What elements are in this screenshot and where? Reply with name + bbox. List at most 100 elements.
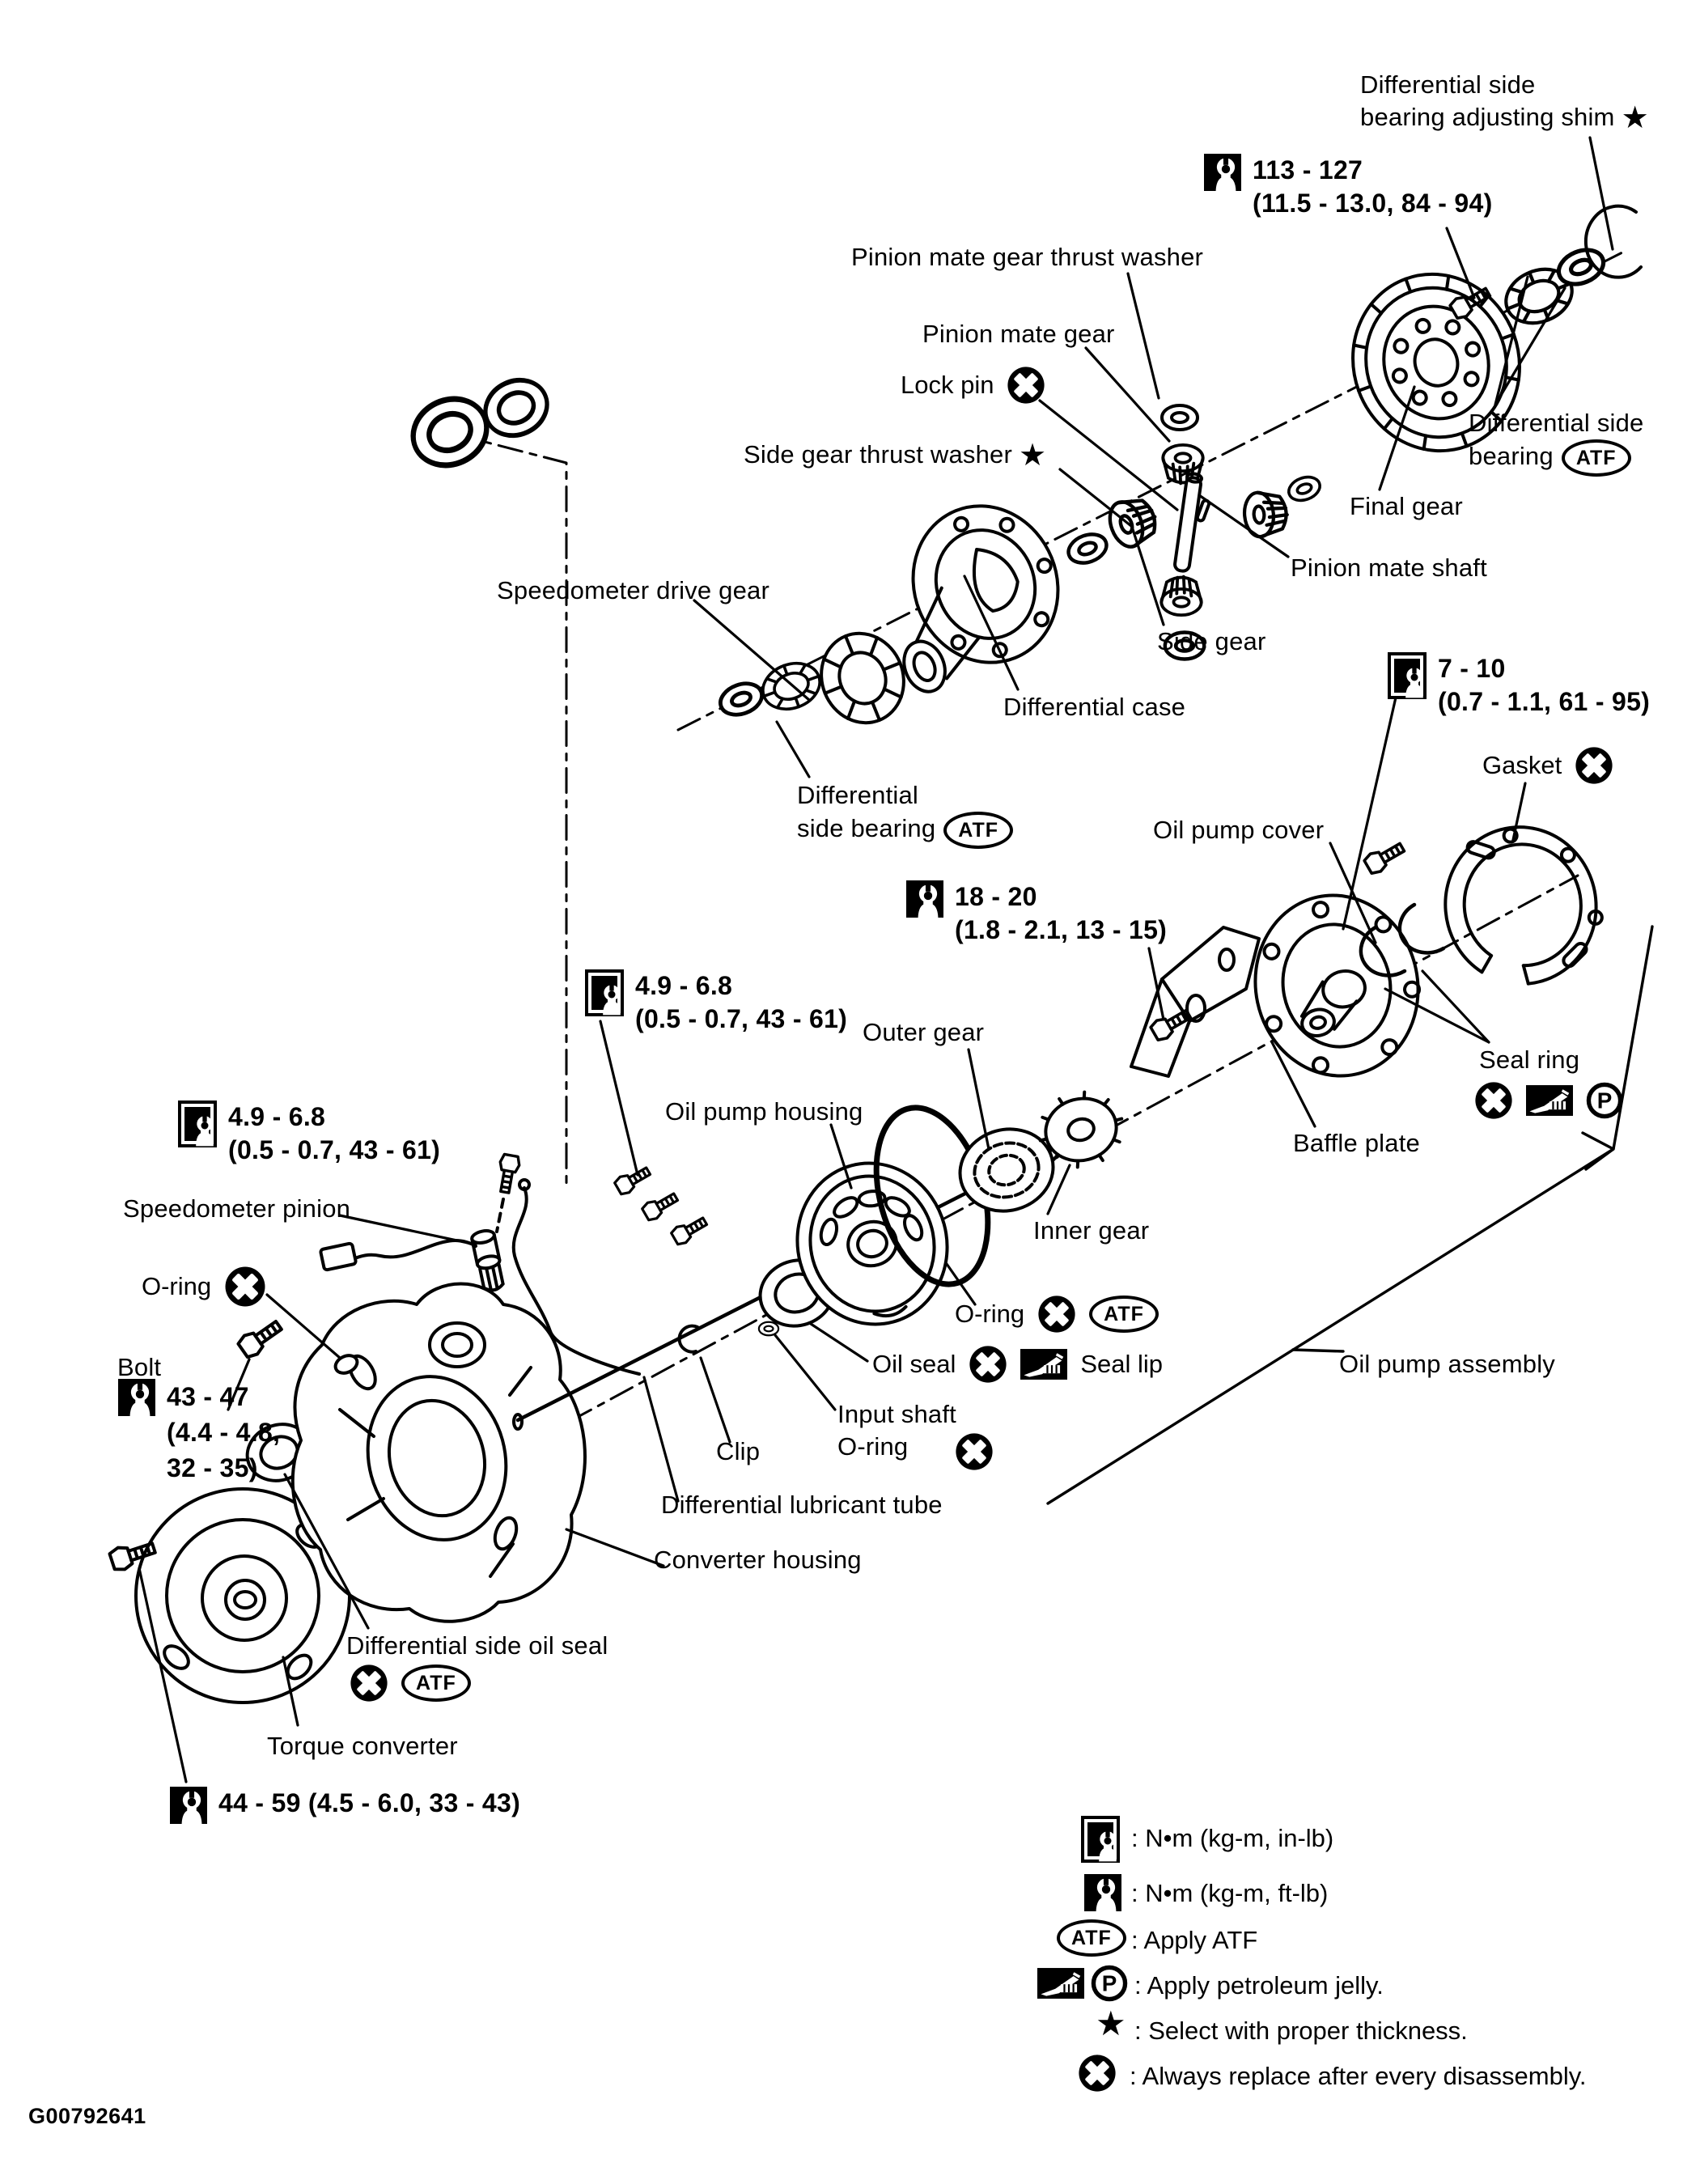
figure-code: G00792641 <box>28 2104 146 2128</box>
label-oil-seal: Oil seal Seal lip <box>872 1345 1163 1384</box>
replace-icon <box>1078 2054 1117 2093</box>
label-speedometer-drive-gear: Speedometer drive gear <box>497 576 769 604</box>
torque-ftlb-icon <box>1084 1874 1121 1914</box>
right-bearing-shim-drawing <box>1498 204 1643 333</box>
legend-row-inlb: : N•m (kg-m, in-lb) <box>1131 1824 1334 1852</box>
label-o-ring-pump: O-ring ATF <box>955 1295 1159 1334</box>
torque-spec-oil-pump-bolt: 18 - 20 (1.8 - 2.1, 13 - 15) <box>906 880 1167 947</box>
seal-ring-icons: P <box>1474 1081 1623 1120</box>
replace-icon <box>1575 746 1613 785</box>
legend-row-petroleum: : Apply petroleum jelly. <box>1134 1971 1384 2000</box>
torque-spec-final-gear-bolt: 113 - 127 (11.5 - 13.0, 84 - 94) <box>1204 154 1493 220</box>
leader-lines <box>138 136 1614 1783</box>
seal-lip-icon <box>1020 1349 1068 1380</box>
oil-pump-assembly-bracket <box>1046 925 1654 1505</box>
label-side-gear: Side gear <box>1157 627 1266 655</box>
label-bolt: Bolt <box>117 1353 162 1381</box>
label-speedometer-pinion: Speedometer pinion <box>123 1194 351 1223</box>
speedometer-pinion-drawing <box>319 1152 523 1375</box>
label-pinion-mate-shaft: Pinion mate shaft <box>1291 553 1487 582</box>
torque-inlb-icon <box>585 969 624 1016</box>
legend-row-atf: : Apply ATF <box>1131 1926 1258 1954</box>
atf-badge: ATF <box>1089 1296 1159 1333</box>
replace-icon <box>224 1266 266 1308</box>
oil-pump-housing-drawing <box>795 1161 949 1326</box>
select-thickness-star-icon: ★ <box>1621 101 1649 135</box>
torque-spec-oil-pump-cover-bolt: 7 - 10 (0.7 - 1.1, 61 - 95) <box>1388 652 1650 719</box>
atf-badge: ATF <box>943 812 1014 849</box>
label-final-gear: Final gear <box>1350 492 1463 520</box>
torque-ftlb-icon <box>170 1787 207 1826</box>
speedometer-drive-gear-drawing <box>716 631 905 725</box>
outer-gear-drawing <box>958 1127 1055 1213</box>
atf-badge: ATF <box>1057 1919 1126 1957</box>
label-o-ring-speedo: O-ring <box>142 1266 266 1308</box>
label-oil-pump-housing: Oil pump housing <box>665 1097 863 1126</box>
label-torque-converter: Torque converter <box>267 1732 458 1760</box>
select-thickness-star-icon: ★ <box>1019 439 1047 473</box>
label-seal-ring: Seal ring <box>1479 1045 1580 1074</box>
atf-badge: ATF <box>1561 439 1631 477</box>
svg-text:P: P <box>1597 1088 1613 1113</box>
differential-side-oil-seal-icons: ATF <box>350 1664 471 1703</box>
replace-icon <box>1037 1295 1076 1334</box>
replace-icon <box>1474 1081 1513 1120</box>
replace-icon <box>1007 366 1045 405</box>
bolt-cluster-drawing <box>612 1161 711 1249</box>
legend-row-replace: : Always replace after every disassembly… <box>1130 2062 1587 2090</box>
petroleum-jelly-icon: P <box>1091 1965 1128 2002</box>
torque-ftlb-icon <box>906 880 943 920</box>
label-inner-gear: Inner gear <box>1033 1216 1150 1245</box>
replace-icon <box>955 1432 994 1471</box>
label-seal-lip: Seal lip <box>1080 1350 1164 1378</box>
torque-spec-speedo-pinion-bolt: 4.9 - 6.8 (0.5 - 0.7, 43 - 61) <box>178 1100 440 1167</box>
label-differential-side-oil-seal: Differential side oil seal <box>346 1631 608 1660</box>
select-thickness-star-icon: ★ <box>1096 2004 1126 2042</box>
label-shim: Differential side bearing adjusting shim… <box>1360 70 1649 135</box>
torque-inlb-icon <box>1388 652 1427 699</box>
left-bearing-pair-drawing <box>402 371 556 477</box>
torque-ftlb-icon <box>1204 154 1241 193</box>
torque-inlb-icon <box>1081 1816 1120 1863</box>
legend-row-ftlb: : N•m (kg-m, ft-lb) <box>1131 1879 1329 1907</box>
label-differential-lubricant-tube: Differential lubricant tube <box>661 1491 943 1519</box>
baffle-plate-drawing <box>1130 926 1261 1078</box>
label-differential-case: Differential case <box>1003 693 1186 721</box>
replace-icon <box>350 1664 388 1703</box>
torque-spec-torque-converter-bolt: 44 - 59 (4.5 - 6.0, 33 - 43) <box>170 1787 520 1826</box>
legend-row-select: : Select with proper thickness. <box>1134 2016 1468 2045</box>
torque-ftlb-icon <box>118 1379 155 1419</box>
label-lock-pin: Lock pin <box>901 366 1045 405</box>
torque-converter-drawing <box>107 1487 351 1704</box>
label-converter-housing: Converter housing <box>654 1546 862 1574</box>
side-gear-drawing <box>1065 493 1162 568</box>
label-outer-gear: Outer gear <box>863 1018 985 1046</box>
label-input-shaft-o-ring: Input shaft O-ring <box>837 1400 956 1461</box>
label-pinion-mate-gear: Pinion mate gear <box>922 320 1115 348</box>
gasket-drawing <box>1444 825 1604 986</box>
differential-lubricant-tube-drawing <box>511 1178 641 1376</box>
label-gasket: Gasket <box>1482 746 1613 785</box>
torque-inlb-icon <box>178 1100 217 1147</box>
oil-pump-cover-drawing <box>1253 837 1422 1078</box>
label-side-gear-thrust-washer: Side gear thrust washer★ <box>744 439 1047 473</box>
label-baffle-plate: Baffle plate <box>1293 1129 1420 1157</box>
differential-case-drawing <box>902 504 1060 693</box>
seal-rings-drawing <box>1359 902 1446 977</box>
torque-spec-tube-bracket-bolt: 4.9 - 6.8 (0.5 - 0.7, 43 - 61) <box>585 969 847 1036</box>
label-clip: Clip <box>716 1437 761 1465</box>
petroleum-jelly-icon: P <box>1586 1082 1623 1119</box>
torque-spec-housing-bolt: 43 - 47 (4.4 - 4.8, 32 - 35) <box>118 1379 280 1486</box>
seal-lip-icon <box>1037 1968 1084 1999</box>
svg-text:P: P <box>1102 1971 1117 1996</box>
replace-icon <box>969 1345 1007 1384</box>
seal-lip-icon <box>1526 1085 1573 1116</box>
label-oil-pump-cover: Oil pump cover <box>1153 816 1325 844</box>
label-oil-pump-assembly: Oil pump assembly <box>1339 1350 1555 1378</box>
label-pinion-mate-gear-thrust-washer: Pinion mate gear thrust washer <box>851 243 1204 271</box>
converter-housing-drawing <box>235 1282 587 1623</box>
